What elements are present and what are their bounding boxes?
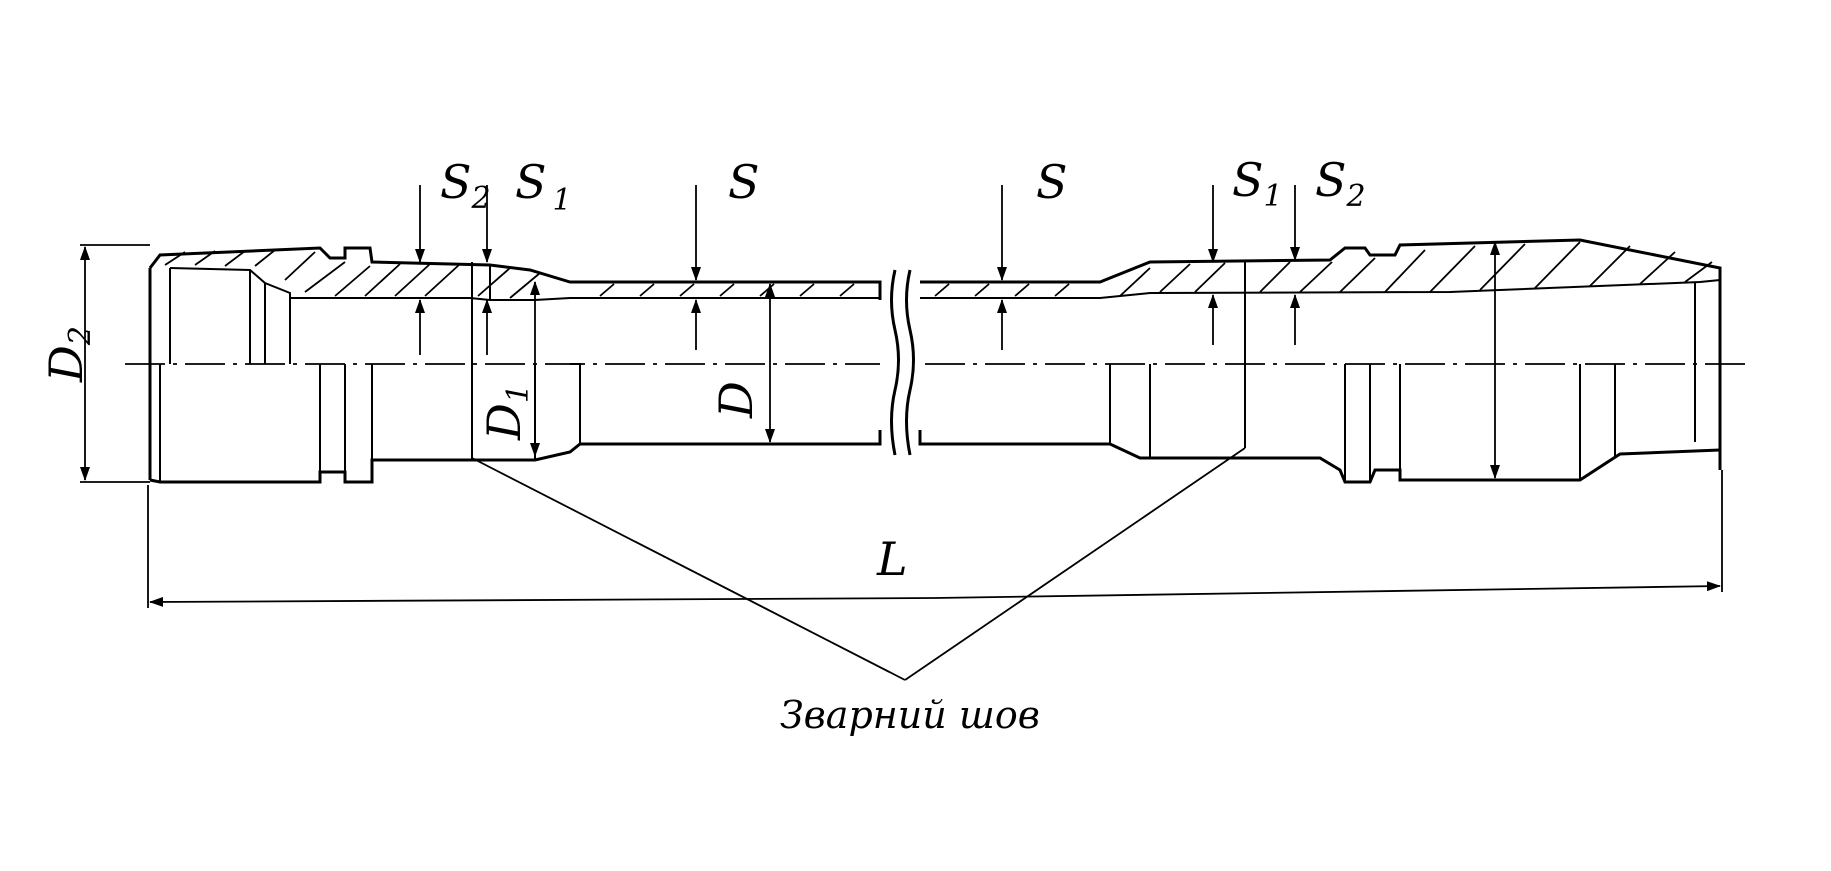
label-D: D (709, 381, 763, 419)
left-tool-joint (148, 246, 882, 484)
left-section-hatching (164, 249, 855, 299)
weld-leader-lines (471, 447, 1246, 681)
label-L: L (876, 532, 908, 586)
label-S-left: S (728, 155, 760, 209)
right-tool-joint (918, 238, 1722, 484)
dim-S-right-arrows (997, 185, 1300, 350)
label-S1-right: S1 (1232, 153, 1283, 214)
label-S2-left: S2 (440, 155, 491, 216)
label-S2-right: S2 (1315, 153, 1366, 214)
dim-D2 (80, 244, 150, 483)
dim-S-left-arrows (415, 185, 701, 355)
label-D1: D1 (477, 384, 536, 441)
right-section-hatching (934, 241, 1713, 297)
label-D2: D2 (39, 326, 98, 383)
label-S-right: S (1036, 155, 1068, 209)
dim-L (147, 470, 1723, 608)
weld-note: Зварний шов (780, 693, 1040, 737)
break-marks (890, 269, 915, 456)
